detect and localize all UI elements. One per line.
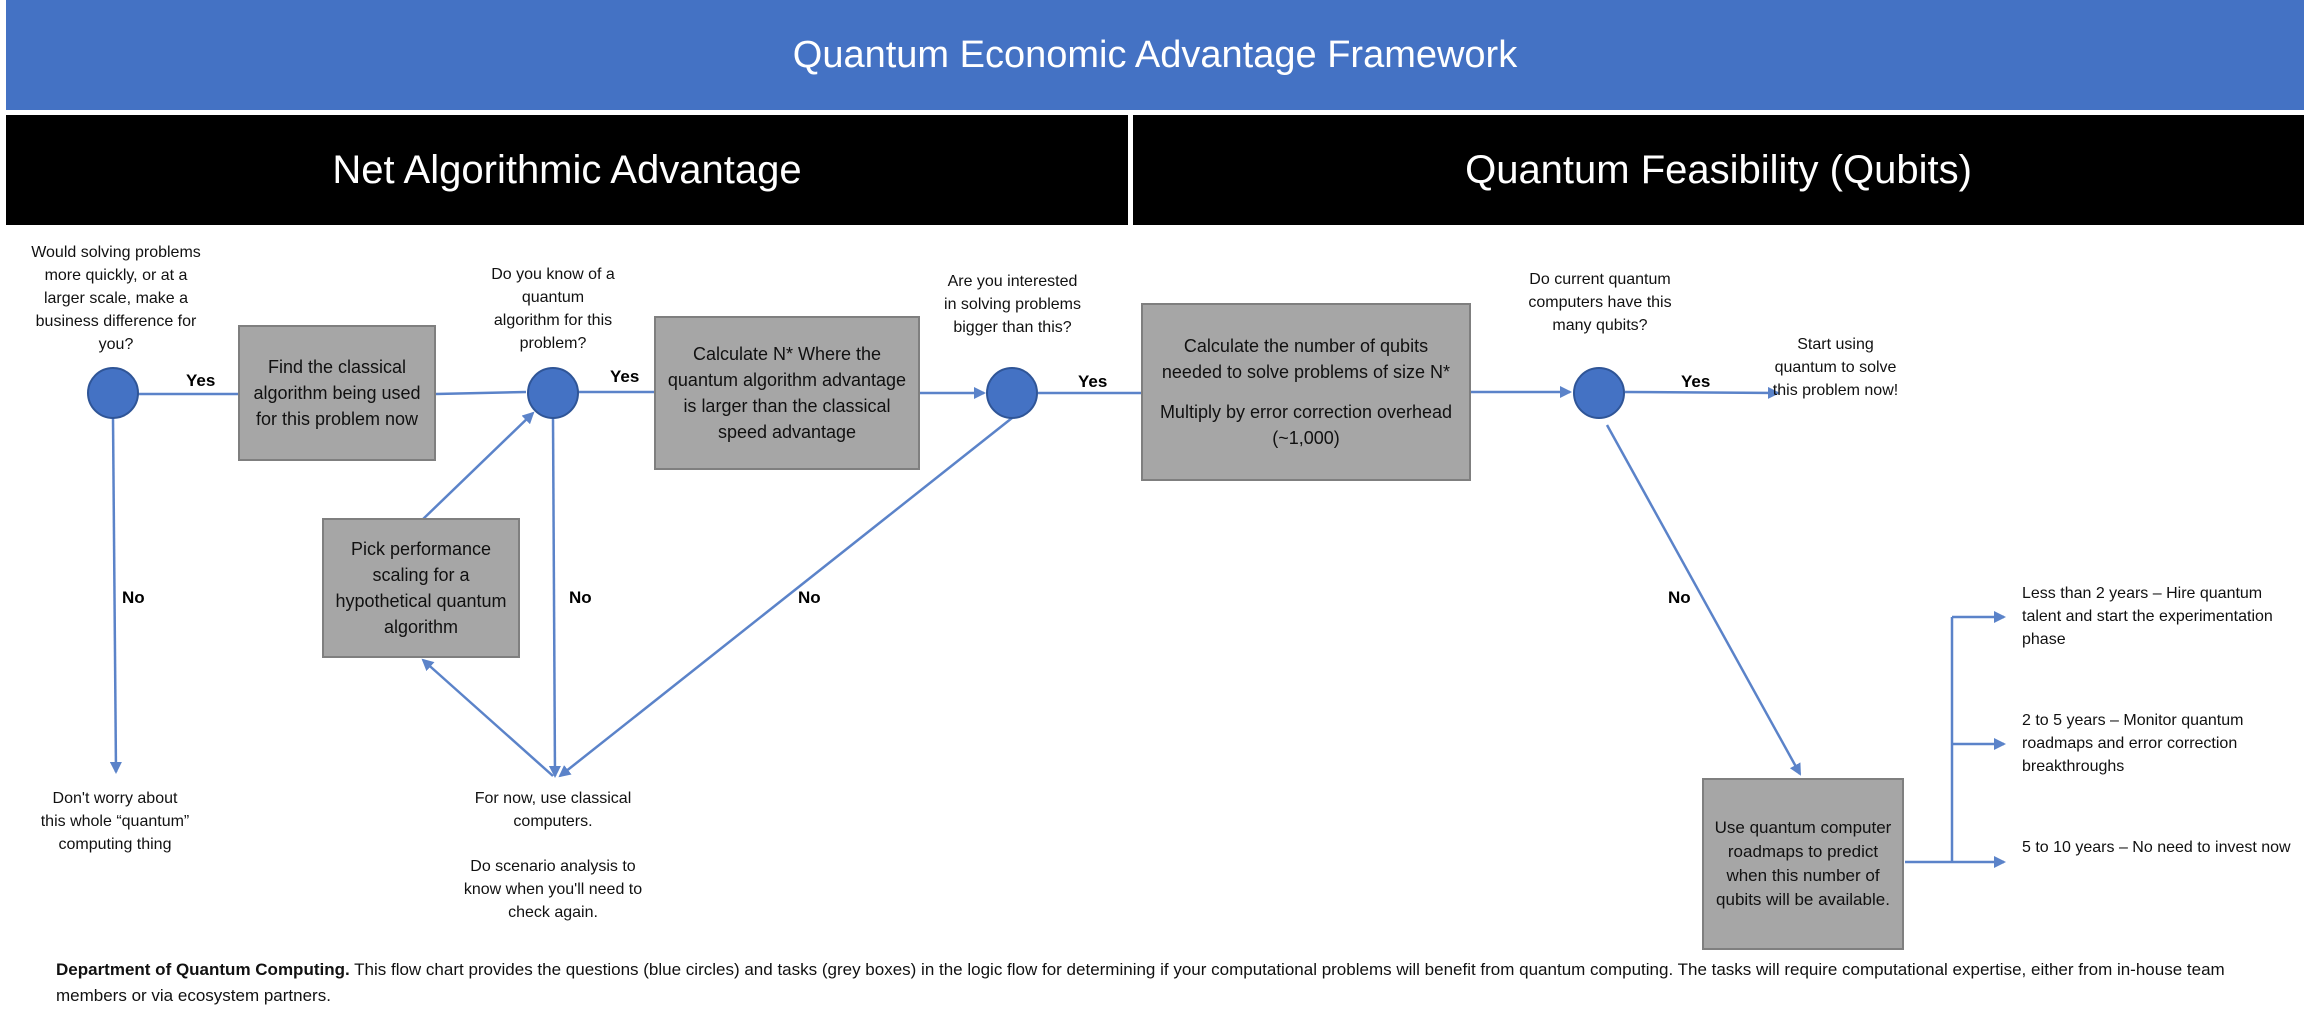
section-net-algorithmic-advantage: Net Algorithmic Advantage xyxy=(6,115,1128,225)
section-quantum-feasibility: Quantum Feasibility (Qubits) xyxy=(1133,115,2304,225)
edge-q4-yes xyxy=(1624,386,1780,399)
outcome-start-using-quantum: Start using quantum to solve this proble… xyxy=(1772,336,1899,399)
task-calculate-qubits: Calculate the number of qubits needed to… xyxy=(1141,303,1471,481)
task-pick-performance-scaling: Pick performance scaling for a hypotheti… xyxy=(322,518,520,658)
task-calculate-qubits-text: Calculate the number of qubits needed to… xyxy=(1161,336,1451,382)
decision-node-q1 xyxy=(87,367,139,419)
edge-classical-to-pick xyxy=(421,658,554,777)
question-known-algorithm: Do you know of a quantum algorithm for t… xyxy=(491,266,615,352)
edge-label-no: No xyxy=(798,588,821,607)
outcome-dont-worry: Don't worry about this whole “quantum” c… xyxy=(40,790,190,853)
caption-bold: Department of Quantum Computing. xyxy=(56,960,350,979)
edge-label-no: No xyxy=(122,588,145,607)
task-use-roadmaps: Use quantum computer roadmaps to predict… xyxy=(1702,778,1904,950)
edge-label-no: No xyxy=(1668,588,1691,607)
question-current-qubits: Do current quantum computers have this m… xyxy=(1528,271,1672,334)
decision-node-q3 xyxy=(986,367,1038,419)
outcome-use-classical-text: For now, use classical computers. xyxy=(474,790,632,830)
edge-label-yes: Yes xyxy=(1078,372,1108,391)
figure-caption: Department of Quantum Computing. This fl… xyxy=(56,957,2276,1009)
caption-text: This flow chart provides the questions (… xyxy=(56,960,2225,1005)
framework-title: Quantum Economic Advantage Framework xyxy=(6,0,2304,110)
edge-q4-no xyxy=(1605,424,1802,776)
decision-node-q4 xyxy=(1573,367,1625,419)
edge-q2-no xyxy=(548,417,561,778)
edge-label-yes: Yes xyxy=(186,371,216,390)
decision-node-q2 xyxy=(527,367,579,419)
timeline-option-5-to-10-years: 5 to 10 years – No need to invest now xyxy=(2022,839,2291,856)
edge-find-to-q2 xyxy=(435,390,527,396)
timeline-option-2-to-5-years: 2 to 5 years – Monitor quantum roadmaps … xyxy=(2022,712,2244,775)
question-bigger-problems: Are you interested in solving problems b… xyxy=(944,273,1081,336)
task-error-correction-text: Multiply by error correction overhead (~… xyxy=(1159,402,1453,448)
edge-label-yes: Yes xyxy=(1681,372,1711,391)
task-calculate-n-star: Calculate N* Where the quantum algorithm… xyxy=(654,316,920,470)
timeline-option-under-2-years: Less than 2 years – Hire quantum talent … xyxy=(2022,585,2273,648)
edge-pick-to-q2 xyxy=(419,411,535,523)
edge-q3-no xyxy=(558,417,1013,778)
edge-label-yes: Yes xyxy=(610,367,640,386)
question-business-difference: Would solving problems more quickly, or … xyxy=(31,244,201,353)
outcome-use-classical: For now, use classical computers. Do sce… xyxy=(453,787,653,924)
edge-label-no: No xyxy=(569,588,592,607)
task-find-classical-algorithm: Find the classical algorithm being used … xyxy=(238,325,436,461)
outcome-scenario-analysis-text: Do scenario analysis to know when you'll… xyxy=(463,858,643,921)
edge-q1-no xyxy=(109,417,122,774)
